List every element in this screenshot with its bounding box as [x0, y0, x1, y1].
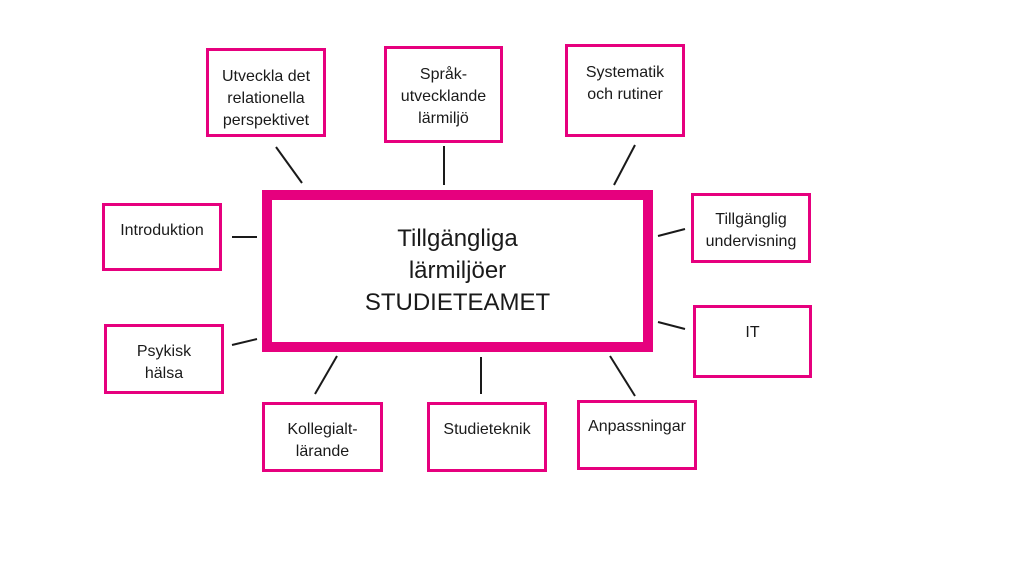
node-sprak-label: Språk- utvecklande lärmiljö: [400, 66, 487, 127]
node-tillganglig: Tillgänglig undervisning: [691, 193, 811, 263]
connector-anpassningar: [609, 355, 636, 397]
node-anpassningar-label: Anpassningar: [588, 418, 686, 435]
connector-kollegialt: [314, 355, 338, 395]
connector-it: [657, 321, 686, 330]
node-anpassningar: Anpassningar: [577, 400, 697, 470]
node-psykisk: Psykisk hälsa: [104, 324, 224, 394]
node-it-label: IT: [745, 324, 760, 341]
node-psykisk-label: Psykisk hälsa: [136, 343, 192, 382]
node-systematik-label: Systematik och rutiner: [585, 64, 665, 103]
node-utveckla-label: Utveckla det relationella perspektivet: [221, 68, 311, 129]
center-title: Tillgängliga lärmiljöer STUDIETEAMET: [364, 225, 551, 316]
node-studieteknik-label: Studieteknik: [443, 421, 531, 438]
node-studieteknik: Studieteknik: [427, 402, 547, 472]
connector-tillganglig: [657, 228, 686, 237]
connector-utveckla: [275, 146, 303, 184]
node-kollegialt-label: Kollegialt- lärande: [287, 421, 358, 460]
connector-systematik: [613, 144, 636, 186]
center-box: Tillgängliga lärmiljöer STUDIETEAMET: [262, 190, 653, 352]
node-introduktion: Introduktion: [102, 203, 222, 271]
node-systematik: Systematik och rutiner: [565, 44, 685, 137]
connector-psykisk: [231, 338, 258, 346]
node-kollegialt: Kollegialt- lärande: [262, 402, 383, 472]
node-tillganglig-label: Tillgänglig undervisning: [705, 211, 797, 250]
node-introduktion-label: Introduktion: [120, 222, 204, 239]
node-utveckla: Utveckla det relationella perspektivet: [206, 48, 326, 137]
node-it: IT: [693, 305, 812, 378]
node-sprak: Språk- utvecklande lärmiljö: [384, 46, 503, 143]
